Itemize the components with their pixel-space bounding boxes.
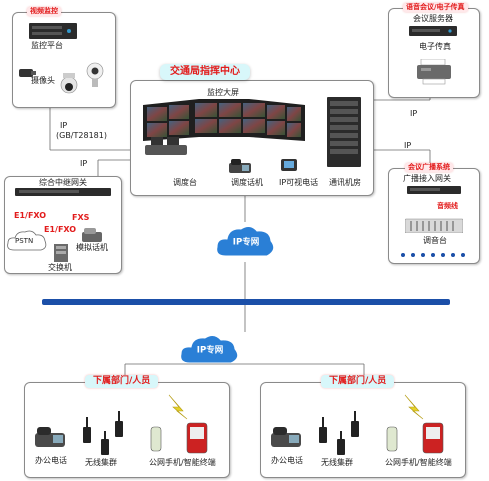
pstn-cloud: PSTN: [6, 228, 48, 254]
machine-room-icon: [327, 97, 361, 167]
camera-icon: [19, 62, 104, 94]
e1fxo-label-1: E1/FXO: [14, 211, 47, 220]
exchange-icon: [54, 244, 68, 262]
radio-trunk-label: 无线集群: [85, 458, 117, 467]
signal-bolt-icon: [168, 394, 188, 420]
mixer-icon: [405, 218, 463, 233]
ip-network-cloud-lower: IP专网: [178, 332, 242, 368]
machine-room-label: 通讯机房: [329, 178, 361, 187]
branch-box-right: 下属部门/人员 办公电话 无线集群 公网手机/智能终端: [260, 375, 466, 478]
broadcast-box: 会议广播系统 广播接入网关 音频线 调音台: [388, 163, 480, 264]
branch-right-title: 下属部门/人员: [321, 375, 395, 388]
speaker-array-icon: [401, 253, 465, 257]
monitor-platform-icon: [29, 23, 77, 39]
radio-trunk-icon: [83, 411, 123, 455]
exchange-label: 交换机: [48, 263, 72, 272]
ip-cloud-lower-shape: [180, 334, 239, 364]
ip-cloud-upper-label: IP专网: [232, 237, 260, 248]
signal-bolt-icon: [404, 394, 424, 420]
office-phone-label: 办公电话: [271, 456, 303, 465]
pstn-label: PSTN: [15, 237, 34, 245]
command-center-title: 交通局指挥中心: [160, 64, 250, 80]
fax-label: 电子传真: [419, 42, 451, 51]
analog-phone-icon: [82, 228, 102, 242]
analog-phone-label: 模拟话机: [76, 243, 108, 252]
branch-left-title: 下属部门/人员: [85, 375, 159, 388]
conference-fax-title: 语音会议/电子传真: [403, 3, 468, 12]
ip-video-phone-label: IP可视电话: [279, 178, 319, 187]
mobile-terminal-icon: [386, 422, 444, 454]
fxs-label: FXS: [72, 213, 90, 222]
mobile-terminal-icon: [150, 422, 208, 454]
monitor-wall-label: 监控大屏: [207, 88, 239, 97]
office-phone-icon: [271, 427, 301, 447]
ip-cloud-upper-shape: [216, 225, 275, 257]
radio-trunk-icon: [319, 411, 359, 455]
video-surveillance-title: 视频监控: [27, 7, 61, 16]
fax-machine-icon: [417, 59, 451, 85]
conference-fax-box: 语音会议/电子传真 会议服务器 电子传真: [388, 3, 480, 98]
speaker-line-label: 音频线: [437, 202, 458, 210]
ip-network-cloud-upper: IP专网: [214, 222, 278, 262]
ip-right-mid-label: IP: [404, 141, 412, 150]
trunk-gateway-title: 综合中继网关: [39, 178, 87, 187]
mobile-terminal-label: 公网手机/智能终端: [149, 458, 216, 467]
monitor-platform-caption: 监控平台: [31, 41, 63, 50]
dispatch-phone-label: 调度话机: [231, 178, 263, 187]
office-phone-label: 办公电话: [35, 456, 67, 465]
trunk-gateway-icon: [15, 188, 111, 196]
video-wall-icon: [143, 99, 305, 155]
console-label: 调度台: [173, 178, 197, 187]
radio-trunk-label: 无线集群: [321, 458, 353, 467]
ip-video-phone-icon: [281, 159, 297, 171]
video-surveillance-box: 视频监控 监控平台 监控平台 摄像头: [12, 7, 116, 108]
ip-cloud-lower-label: IP专网: [196, 345, 224, 356]
gb-protocol-label: (GB/T28181): [56, 131, 107, 140]
ip-left-label: IP: [80, 159, 88, 168]
pstn-cloud-shape: [7, 230, 47, 251]
camera-label: 摄像头: [31, 76, 55, 85]
conference-server-label: 会议服务器: [413, 14, 453, 23]
mobile-terminal-label: 公网手机/智能终端: [385, 458, 452, 467]
broadcast-gateway-icon: [407, 186, 461, 194]
dispatch-phone-icon: [229, 159, 251, 173]
broadcast-gateway-label: 广播接入网关: [403, 174, 451, 183]
conference-server-icon: [409, 26, 457, 36]
e1fxo-label-2: E1/FXO: [44, 225, 77, 234]
broadcast-title: 会议广播系统: [405, 163, 453, 172]
ip-gb-label: IP: [60, 121, 68, 130]
office-phone-icon: [35, 427, 65, 447]
network-bus: [42, 299, 450, 305]
ip-right-top-label: IP: [410, 109, 418, 118]
command-center-box: 监控大屏: [130, 80, 374, 196]
branch-box-left: 下属部门/人员 办公电话 无线集群 公网手机/智能终端: [24, 375, 230, 478]
mixer-label: 调音台: [423, 236, 447, 245]
